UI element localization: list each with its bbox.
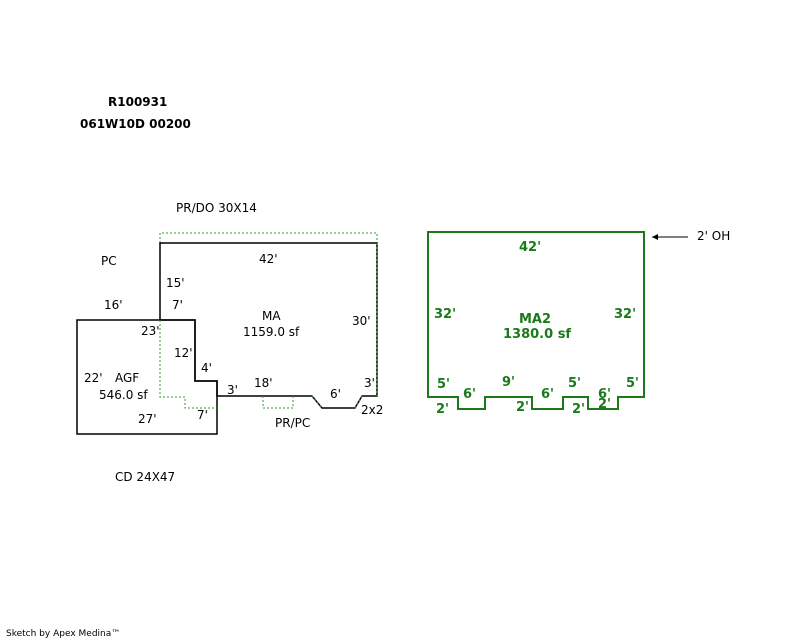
ma-dim-notch-left: 12' xyxy=(174,346,193,360)
ma2-area: 1380.0 sf xyxy=(503,327,571,342)
ma2-dim-b6: 6' xyxy=(598,387,611,402)
parcel-id: R100931 xyxy=(108,95,167,109)
ma2-dim-b1: 5' xyxy=(437,377,450,392)
ma-dim-top: 42' xyxy=(259,252,278,266)
ma-dim-bay-right: 3' xyxy=(364,376,375,390)
pc-label: PC xyxy=(101,254,117,268)
agf-dim-left: 22' xyxy=(84,371,103,385)
agf-outline xyxy=(76,319,218,435)
ma-dim-right: 30' xyxy=(352,314,371,328)
ma2-dim-left: 32' xyxy=(434,307,456,322)
ma-area: 1159.0 sf xyxy=(243,325,300,339)
ma-dim-bottom-left: 3' xyxy=(227,383,238,397)
ma2-dim-d2: 2' xyxy=(516,400,529,415)
agf-dim-top-right: 23' xyxy=(141,324,160,338)
ma-dim-bay: 6' xyxy=(330,387,341,401)
ma2-dim-d1: 2' xyxy=(436,402,449,417)
ma2-dim-d3: 2' xyxy=(572,402,585,417)
agf-name: AGF xyxy=(115,371,139,385)
oh-label: 2' OH xyxy=(697,229,730,243)
ma2-dim-b7: 5' xyxy=(626,376,639,391)
ma-name: MA xyxy=(262,309,281,323)
step-label: 2x2 xyxy=(361,403,383,417)
ma2-dim-b3: 9' xyxy=(502,375,515,390)
agf-area: 546.0 sf xyxy=(99,388,148,402)
agf-dashed xyxy=(159,320,217,409)
agf-dim-top: 16' xyxy=(104,298,123,312)
bay-dashed xyxy=(311,395,363,409)
ma-dim-bottom-mid: 18' xyxy=(254,376,273,390)
ma2-name: MA2 xyxy=(519,312,551,327)
ma2-dim-b2: 6' xyxy=(463,387,476,402)
ma2-dim-b5: 5' xyxy=(568,376,581,391)
ma2-dim-b4: 6' xyxy=(541,387,554,402)
oh-arrow-head xyxy=(652,234,658,240)
ma2-outline xyxy=(427,231,645,410)
ma2-dim-right: 32' xyxy=(614,307,636,322)
prpc-outline xyxy=(262,396,294,409)
ma-dim-left-upper: 15' xyxy=(166,276,185,290)
prdo-outline xyxy=(159,232,378,243)
agf-dim-bottom: 27' xyxy=(138,412,157,426)
map-reference: 061W10D 00200 xyxy=(80,117,191,131)
sketch-credit: Sketch by Apex Medina™ xyxy=(6,629,120,639)
agf-dim-notch: 7' xyxy=(197,408,208,422)
prpc-label: PR/PC xyxy=(275,416,310,430)
ma2-dim-top: 42' xyxy=(519,240,541,255)
ma-dim-notch-step: 4' xyxy=(201,361,212,375)
ma-dim-notch-top: 7' xyxy=(172,298,183,312)
ma2-dim-d4: 2' xyxy=(598,397,611,412)
cd-label: CD 24X47 xyxy=(115,470,175,484)
prdo-label: PR/DO 30X14 xyxy=(176,201,257,215)
